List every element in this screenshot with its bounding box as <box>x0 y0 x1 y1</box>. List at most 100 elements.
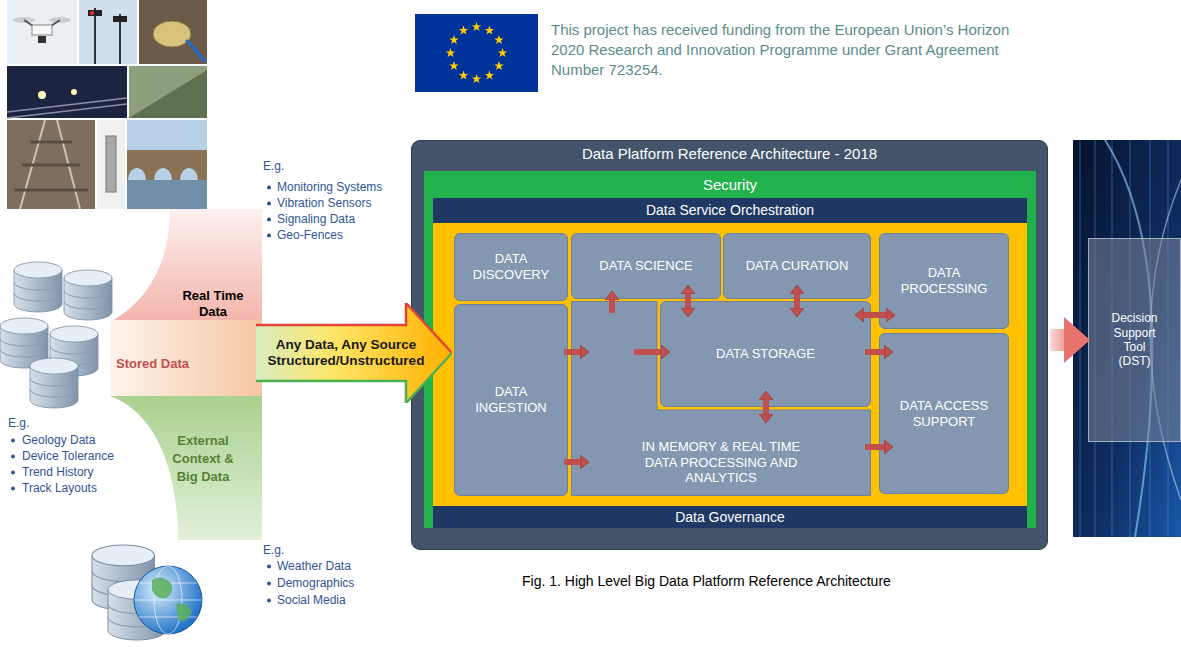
flow-arrow <box>564 349 580 355</box>
photo-collage <box>7 0 77 64</box>
node-text: Data Platform Reference Architecture - 2… <box>582 145 877 163</box>
node-text: Data Service Orchestration <box>646 202 814 219</box>
photo-collage <box>71 89 77 95</box>
node-text: Security <box>703 176 757 194</box>
example-item: Monitoring Systems <box>277 180 382 195</box>
data-input-arrow: Any Data, Any Source Structured/Unstruct… <box>256 303 452 403</box>
bullet-dots <box>11 455 15 459</box>
photo-collage <box>38 36 46 43</box>
bullet-dots <box>267 234 271 238</box>
eu-flag <box>485 71 495 80</box>
flow-arrow <box>634 349 661 355</box>
photo-collage <box>0 0 207 209</box>
node-text: DATA SCIENCE <box>599 258 692 274</box>
photo-collage <box>97 120 125 209</box>
bullet-dots <box>267 186 271 190</box>
bullet-dots <box>11 186 271 603</box>
storage-box: DATA STORAGE <box>660 301 871 407</box>
process-box: DATA PROCESSING <box>879 233 1009 329</box>
photo-collage <box>106 136 116 192</box>
bullet-dots <box>267 202 271 206</box>
flow-arrow <box>865 444 884 450</box>
example-heading-box: E.g. <box>8 416 29 431</box>
example-heading: E.g. <box>263 159 284 174</box>
eu-flag <box>459 26 469 35</box>
node-text: DATA CURATION <box>746 258 849 274</box>
example-item-box: Geo-Fences <box>277 228 343 243</box>
flow-arrow <box>564 459 580 465</box>
database-icons <box>0 262 112 408</box>
photo-collage <box>186 40 205 62</box>
example-item: Track Layouts <box>22 481 97 496</box>
photo-collage <box>129 70 207 118</box>
funding-note: This project has received funding from t… <box>551 20 1031 80</box>
process-box: DATA INGESTION <box>454 304 568 496</box>
example-item-box: Weather Data <box>277 559 351 574</box>
flow-arrow <box>763 400 769 414</box>
node-text: Decision Support Tool (DST) <box>1108 311 1162 369</box>
analytics-region: IN MEMORY & REAL TIME DATA PROCESSING AN… <box>571 301 871 496</box>
example-item: Social Media <box>277 593 346 608</box>
bullet-dots <box>267 565 271 569</box>
photo-collage <box>90 11 94 15</box>
example-item-box: Vibration Sensors <box>277 196 372 211</box>
example-item: Demographics <box>277 576 354 591</box>
example-item: Trend History <box>22 465 94 480</box>
example-item-box: Track Layouts <box>22 481 97 496</box>
flow-arrow <box>864 312 886 318</box>
process-box: DATA SCIENCE <box>571 233 721 299</box>
source-heading: Stored Data <box>116 356 189 371</box>
node-text: Data Governance <box>675 509 785 526</box>
bullet-dots <box>267 582 271 586</box>
eu-flag <box>449 61 459 70</box>
photo-collage <box>153 21 191 47</box>
source-ribbons <box>110 320 262 398</box>
example-item: Weather Data <box>277 559 351 574</box>
figure-caption: Fig. 1. High Level Big Data Platform Ref… <box>522 573 891 590</box>
eu-flag <box>494 35 504 44</box>
funding-note-box: This project has received funding from t… <box>551 20 1031 80</box>
eu-flag <box>472 22 482 31</box>
example-item-box: Monitoring Systems <box>277 180 382 195</box>
eu-flag <box>415 14 538 92</box>
node-text: Any Data, Any Source Structured/Unstruct… <box>264 337 428 369</box>
node-text: DATA STORAGE <box>716 346 815 362</box>
example-heading-box: E.g. <box>263 543 284 558</box>
example-item-box: Social Media <box>277 593 346 608</box>
source-ribbons <box>110 209 262 540</box>
source-heading-box: Real Time Data <box>178 288 248 320</box>
example-heading: E.g. <box>8 416 29 431</box>
example-item: Geo-Fences <box>277 228 343 243</box>
database-icons <box>64 270 112 320</box>
globe-database-icon <box>176 604 192 621</box>
example-item-box: Signaling Data <box>277 212 355 227</box>
orchestration-bar: Data Service Orchestration <box>433 198 1027 223</box>
dst-screen-image <box>1073 140 1181 537</box>
security-band: SecurityData Service OrchestrationDATA D… <box>424 171 1036 528</box>
dst-screen-image <box>1073 140 1181 537</box>
bullet-dots <box>267 218 271 222</box>
globe-database-icon <box>152 577 172 598</box>
database-icons <box>14 262 62 312</box>
eu-flag <box>472 74 482 83</box>
example-item-box: Trend History <box>22 465 94 480</box>
globe-database-icon <box>92 545 202 640</box>
output-arrow <box>1050 329 1064 351</box>
bullet-dots <box>11 471 15 475</box>
node-text: DATA INGESTION <box>459 384 563 415</box>
photo-collage <box>14 142 88 190</box>
eu-flag <box>446 48 456 57</box>
source-ribbons <box>110 209 262 322</box>
photo-collage <box>129 66 207 118</box>
flow-arrow <box>685 294 691 308</box>
eu-flag <box>485 26 495 35</box>
eu-flag <box>449 35 459 44</box>
process-box: DATA DISCOVERY <box>454 233 568 301</box>
example-item-box: Geology Data <box>22 433 95 448</box>
example-item-box: Device Tolerance <box>22 449 114 464</box>
source-heading: Real Time Data <box>178 288 248 320</box>
bullet-dots <box>11 439 15 443</box>
eu-flag <box>459 71 469 80</box>
